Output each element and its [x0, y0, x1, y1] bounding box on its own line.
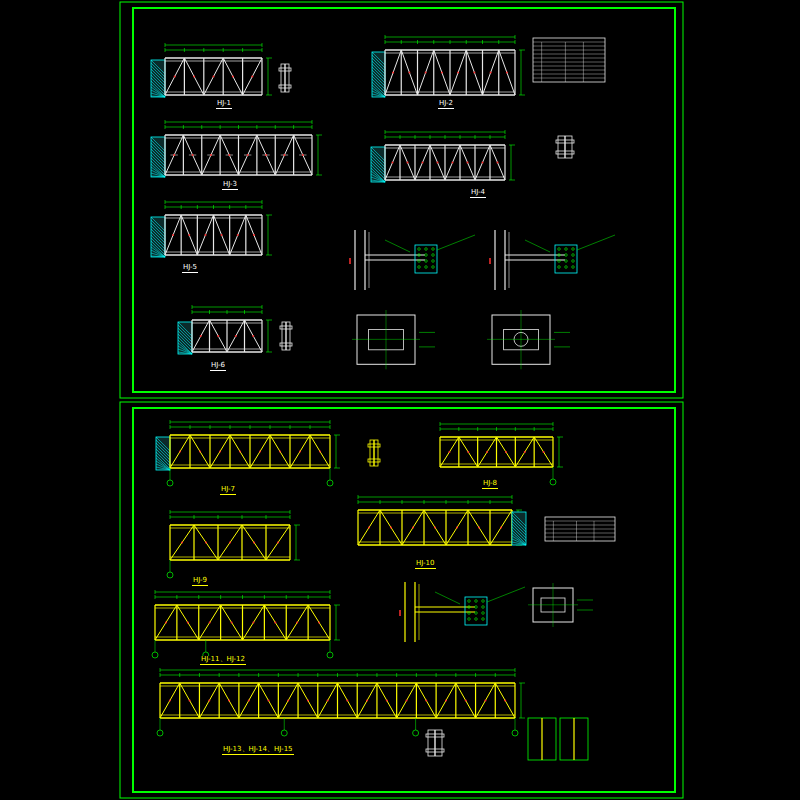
wall-hatch	[151, 60, 165, 97]
outline	[528, 718, 556, 760]
chord-section	[280, 322, 292, 350]
line	[525, 240, 550, 252]
line	[489, 258, 491, 264]
truss-title: HJ-2	[438, 100, 454, 109]
outline	[120, 402, 683, 798]
truss-elevation	[165, 43, 272, 95]
truss-title: HJ-11、HJ-12	[200, 656, 246, 665]
line	[419, 346, 435, 347]
chord-section	[556, 136, 574, 158]
truss-title: HJ-4	[470, 189, 486, 198]
outline	[133, 408, 675, 792]
line	[386, 310, 387, 369]
truss-title: HJ-1	[216, 100, 232, 109]
line	[521, 310, 522, 369]
line	[404, 582, 405, 642]
line	[487, 587, 525, 602]
line	[577, 600, 593, 601]
material-table	[545, 517, 615, 541]
line	[554, 332, 570, 333]
chord-section	[426, 730, 444, 756]
truss-title: HJ-9	[192, 577, 208, 586]
chord-section	[279, 64, 291, 92]
line	[385, 240, 410, 252]
outline	[120, 2, 683, 398]
truss-elevation	[167, 420, 340, 486]
truss-elevation	[358, 495, 522, 545]
line	[437, 235, 475, 250]
truss-elevation	[440, 422, 563, 485]
line	[528, 604, 578, 605]
wall-hatch	[151, 217, 165, 257]
line	[415, 607, 475, 608]
truss-elevation	[165, 120, 322, 175]
truss-title: HJ-6	[210, 362, 226, 371]
wall-hatch	[151, 137, 165, 177]
outline	[560, 718, 588, 760]
line	[399, 610, 401, 616]
line	[349, 258, 351, 264]
truss-title: HJ-10	[415, 560, 436, 569]
wall-hatch	[156, 437, 170, 470]
line	[415, 612, 475, 613]
material-table	[533, 38, 605, 82]
truss-title: HJ-8	[482, 480, 498, 489]
line	[554, 346, 570, 347]
truss-elevation	[385, 130, 515, 180]
line	[505, 260, 565, 261]
line	[505, 255, 565, 256]
truss-elevation	[192, 305, 272, 352]
chord-section	[368, 440, 380, 466]
outline	[555, 245, 577, 273]
truss-title: HJ-7	[220, 486, 236, 495]
truss-title: HJ-3	[222, 181, 238, 190]
truss-elevation	[167, 510, 300, 578]
outline	[415, 245, 437, 273]
line	[352, 339, 420, 340]
line	[354, 230, 355, 290]
line	[487, 339, 555, 340]
line	[365, 260, 425, 261]
truss-elevation	[157, 668, 525, 736]
truss-title: HJ-5	[182, 264, 198, 273]
truss-elevation	[385, 35, 525, 95]
truss-elevation	[152, 590, 340, 658]
wall-hatch	[178, 322, 192, 354]
line	[573, 718, 574, 760]
line	[435, 592, 460, 604]
line	[419, 332, 435, 333]
truss-elevation	[165, 200, 272, 255]
line	[577, 235, 615, 250]
truss-title: HJ-13、HJ-14、HJ-15	[222, 746, 294, 755]
outline	[465, 597, 487, 625]
wall-hatch	[372, 52, 385, 97]
outline	[133, 8, 675, 392]
line	[365, 255, 425, 256]
line	[494, 230, 495, 290]
wall-hatch	[512, 512, 526, 545]
line	[577, 610, 593, 611]
line	[541, 718, 542, 760]
wall-hatch	[371, 147, 385, 182]
